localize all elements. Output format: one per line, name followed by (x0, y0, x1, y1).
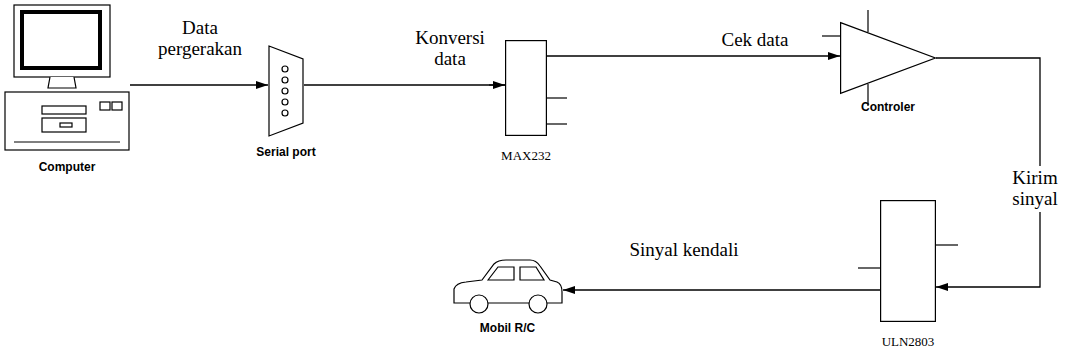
drive-slot (60, 123, 72, 127)
signal-arrow (547, 55, 840, 56)
ic-pin (936, 244, 958, 245)
port-pin (282, 110, 288, 116)
node-label: Controler (861, 100, 915, 114)
edge-label: Konversi data (400, 28, 500, 70)
monitor-stand (48, 77, 76, 88)
port-body (269, 46, 303, 136)
ctrl-pin (822, 35, 840, 36)
monitor (14, 5, 110, 77)
port-pin (282, 66, 288, 72)
ctrl-pin (867, 10, 868, 32)
edge-label: Cek data (700, 30, 810, 51)
node-outline (452, 255, 563, 315)
edge-label: Data pergerakan (138, 18, 262, 60)
node-outline (268, 45, 304, 137)
monitor-screen (22, 12, 100, 68)
node-label: MAX232 (501, 148, 551, 164)
port-pin (282, 99, 288, 105)
drive-bay (42, 118, 86, 132)
node-label: ULN2803 (882, 334, 935, 350)
case-button (100, 102, 110, 110)
signal-arrow (304, 84, 505, 85)
amplifier-triangle (841, 23, 936, 94)
edge-label: Sinyal kendali (628, 240, 740, 261)
ic-box: MAX232 (505, 40, 547, 136)
car-body (454, 260, 562, 303)
node-outline (505, 40, 547, 136)
signal-arrow (130, 84, 268, 85)
car-wheel (470, 295, 488, 313)
car-icon: Mobil R/C (452, 255, 563, 315)
case-line (14, 142, 120, 143)
ic-pin (547, 97, 567, 98)
computer-icon: Computer (4, 4, 130, 152)
ic-body (881, 201, 936, 322)
ic-box: ULN2803 (880, 200, 936, 322)
drive-bay (42, 106, 86, 114)
port-pin (282, 77, 288, 83)
node-label: Computer (39, 160, 96, 174)
serial-port: Serial port (268, 45, 304, 137)
node-label: Mobil R/C (480, 321, 535, 335)
car-wheel (529, 295, 547, 313)
node-outline (840, 22, 936, 94)
case-button (112, 102, 122, 110)
node-outline (4, 4, 130, 152)
controller-triangle: Controler (840, 22, 936, 94)
port-pin (282, 88, 288, 94)
ic-pin (858, 267, 880, 268)
computer-case (5, 92, 129, 150)
edge-label: Kirim sinyal (1000, 166, 1070, 212)
node-outline (880, 200, 936, 322)
ic-pin (547, 123, 567, 124)
ic-pin (489, 84, 505, 85)
ic-body (506, 41, 547, 136)
signal-arrow (563, 289, 880, 290)
car-window (488, 267, 544, 280)
node-label: Serial port (256, 145, 315, 159)
